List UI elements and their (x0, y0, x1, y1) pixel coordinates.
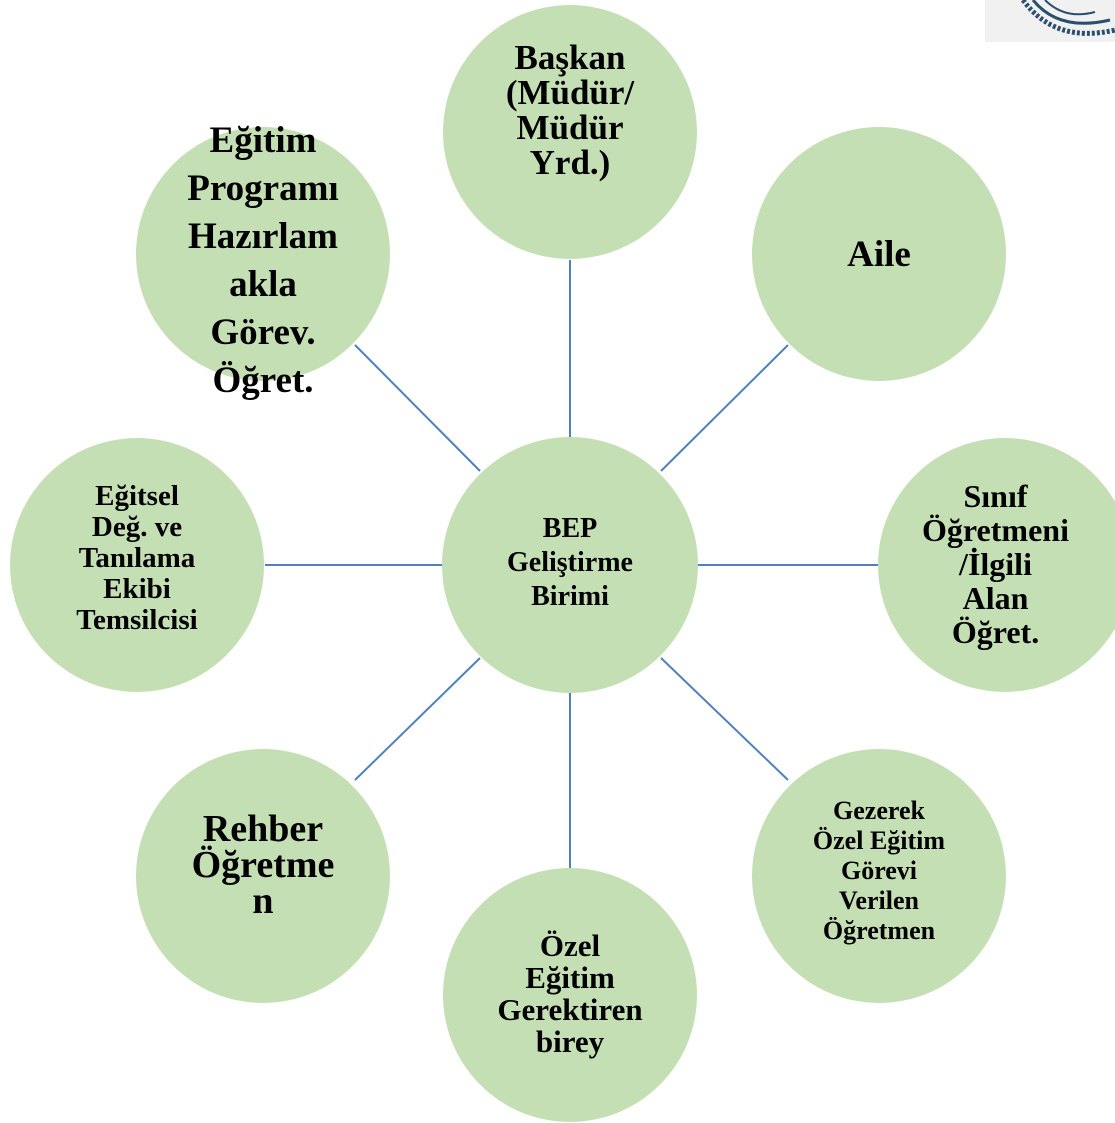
institution-logo-icon (985, 0, 1115, 42)
node-sinif-ogretmeni-label: Sınıf Öğretmeni /İlgili Alan Öğret. (922, 478, 1069, 650)
node-egitim-programi-label: Eğitim Programı Hazırlam akla Görev. Öğr… (187, 120, 339, 401)
center-node (442, 437, 698, 693)
node-rehber-ogretmen-label: Rehber Öğretme n (191, 808, 335, 922)
node-sinif-ogretmeni (878, 438, 1115, 692)
node-aile (752, 127, 1006, 381)
node-baskan (443, 5, 697, 259)
node-gezerek-ogretmen-label: Gezerek Özel Eğitim Görevi Verilen Öğret… (812, 796, 946, 945)
connector-line (354, 344, 481, 472)
node-rehber-ogretmen (136, 749, 390, 1003)
node-gezerek-ogretmen (752, 749, 1006, 1003)
node-ozel-egitim-birey-label: Özel Eğitim Gerektiren birey (497, 928, 643, 1059)
node-egitim-programi (136, 127, 390, 381)
node-aile-label: Aile (847, 234, 911, 275)
node-baskan-label: Başkan (Müdür/ Müdür Yrd.) (505, 38, 635, 182)
connector-line (660, 344, 789, 472)
node-egitsel-deg-label: Eğitsel Değ. ve Tanılama Ekibi Temsilcis… (76, 480, 198, 636)
node-egitsel-deg (10, 438, 264, 692)
connector-line (660, 657, 789, 781)
connector-line (354, 657, 481, 781)
center-node-label: BEP Geliştirme Birimi (507, 513, 633, 612)
node-ozel-egitim-birey (443, 868, 697, 1122)
